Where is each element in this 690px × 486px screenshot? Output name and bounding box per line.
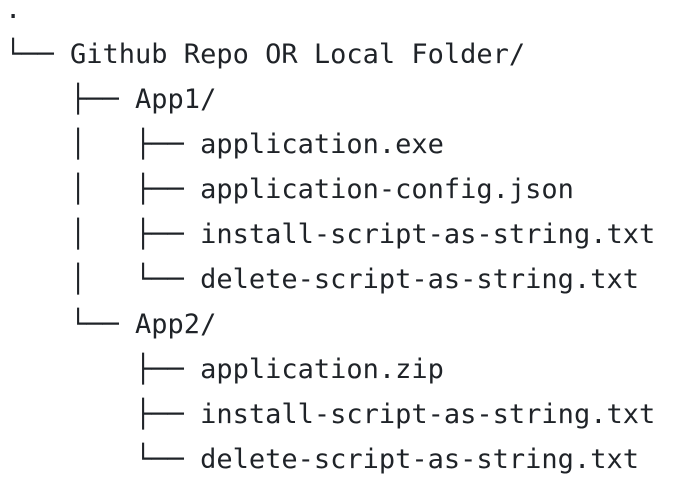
tree-line-file-application-exe: │ ├── application.exe <box>5 129 444 160</box>
tree-line-folder-app1: ├── App1/ <box>5 84 217 115</box>
tree-line-file-application-config-json: │ ├── application-config.json <box>5 174 574 205</box>
tree-line-root-dot: . <box>5 0 22 25</box>
tree-line-repo-root-folder: └── Github Repo OR Local Folder/ <box>5 39 526 70</box>
tree-line-file-delete-script-app2: └── delete-script-as-string.txt <box>5 444 639 475</box>
tree-line-file-install-script-app2: ├── install-script-as-string.txt <box>5 399 656 430</box>
tree-line-file-install-script-app1: │ ├── install-script-as-string.txt <box>5 219 656 250</box>
tree-line-file-delete-script-app1: │ └── delete-script-as-string.txt <box>5 264 639 295</box>
tree-line-file-application-zip: ├── application.zip <box>5 354 444 385</box>
tree-line-folder-app2: └── App2/ <box>5 309 217 340</box>
